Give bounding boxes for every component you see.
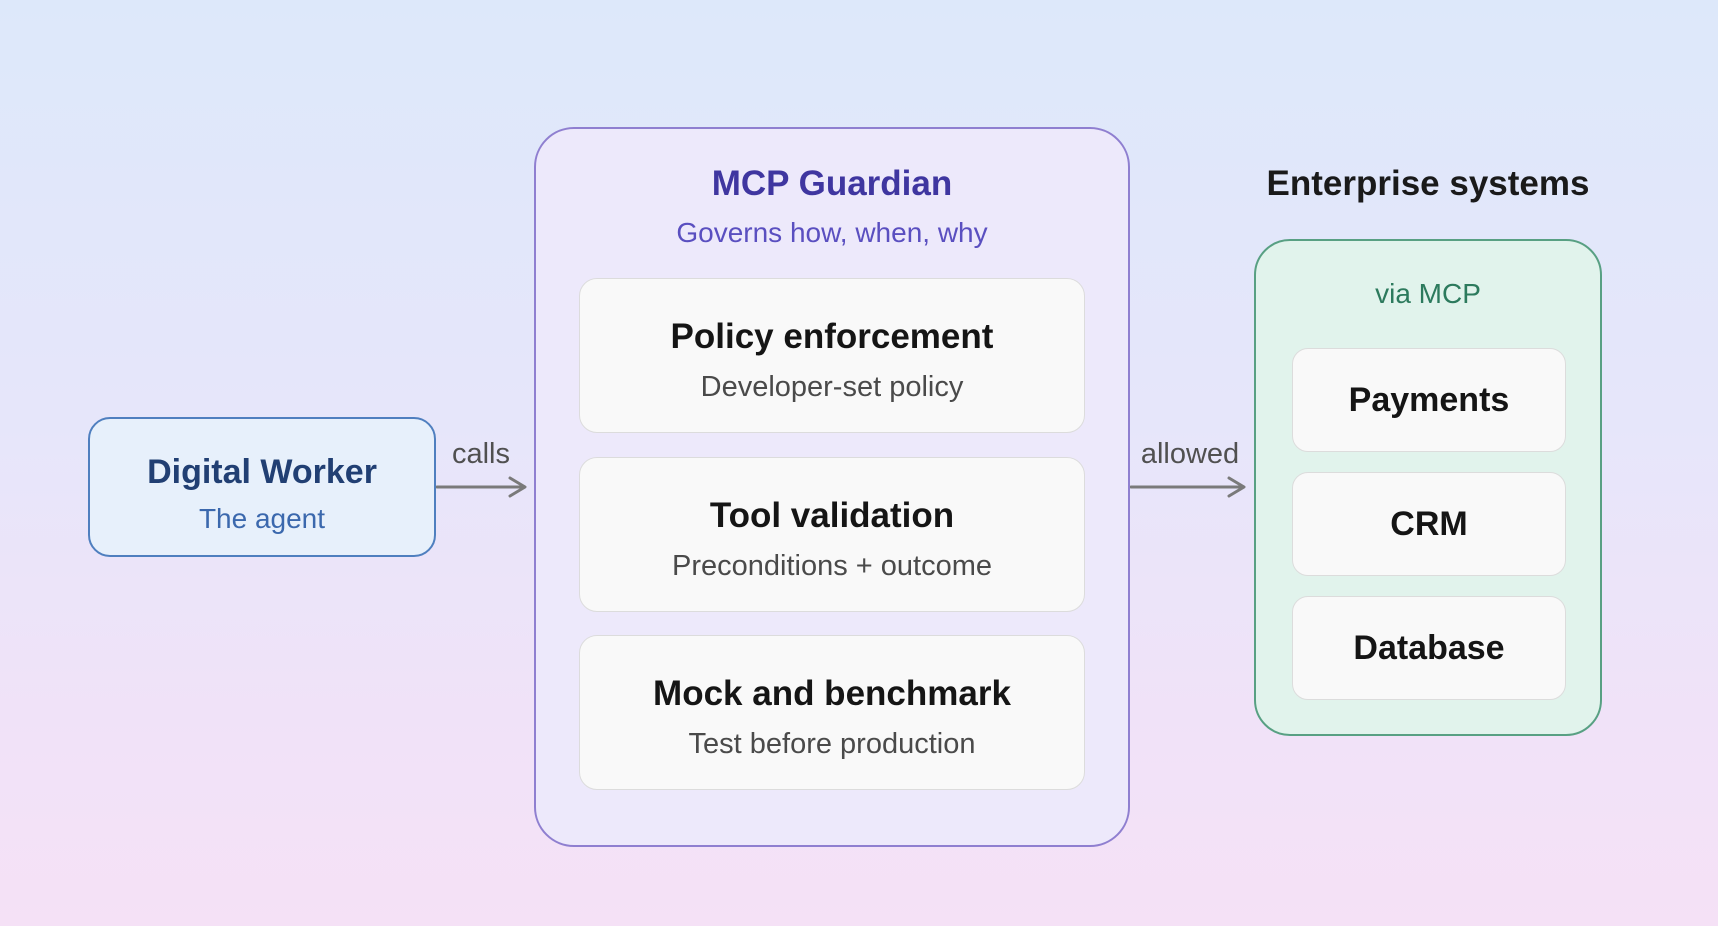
- allowed-label: allowed: [1140, 438, 1240, 470]
- card-subtitle: Test before production: [688, 728, 976, 760]
- mock-and-benchmark-card: Mock and benchmark Test before productio…: [579, 635, 1085, 790]
- mcp-guardian-title: MCP Guardian: [711, 164, 953, 203]
- database-system: Database: [1292, 596, 1566, 700]
- policy-enforcement-card: Policy enforcement Developer-set policy: [579, 278, 1085, 433]
- card-title: Mock and benchmark: [653, 674, 1011, 713]
- enterprise-systems-box: via MCP Payments CRM Database: [1254, 239, 1602, 736]
- mcp-guardian-box: MCP Guardian Governs how, when, why Poli…: [534, 127, 1130, 847]
- tool-validation-card: Tool validation Preconditions + outcome: [579, 457, 1085, 612]
- calls-arrowhead: [508, 476, 527, 498]
- calls-label: calls: [451, 438, 510, 470]
- mcp-guardian-subtitle: Governs how, when, why: [676, 217, 988, 248]
- card-title: Tool validation: [709, 496, 955, 535]
- payments-system: Payments: [1292, 348, 1566, 452]
- enterprise-subtitle: via MCP: [1375, 278, 1481, 309]
- crm-system: CRM: [1292, 472, 1566, 576]
- enterprise-systems-heading: Enterprise systems: [1266, 164, 1590, 203]
- digital-worker-box: Digital Worker The agent: [88, 417, 436, 557]
- allowed-arrowhead: [1227, 476, 1246, 498]
- card-subtitle: Preconditions + outcome: [672, 550, 992, 582]
- card-subtitle: Developer-set policy: [700, 371, 964, 403]
- digital-worker-subtitle: The agent: [198, 503, 326, 534]
- card-title: Policy enforcement: [670, 317, 994, 356]
- digital-worker-title: Digital Worker: [147, 453, 377, 491]
